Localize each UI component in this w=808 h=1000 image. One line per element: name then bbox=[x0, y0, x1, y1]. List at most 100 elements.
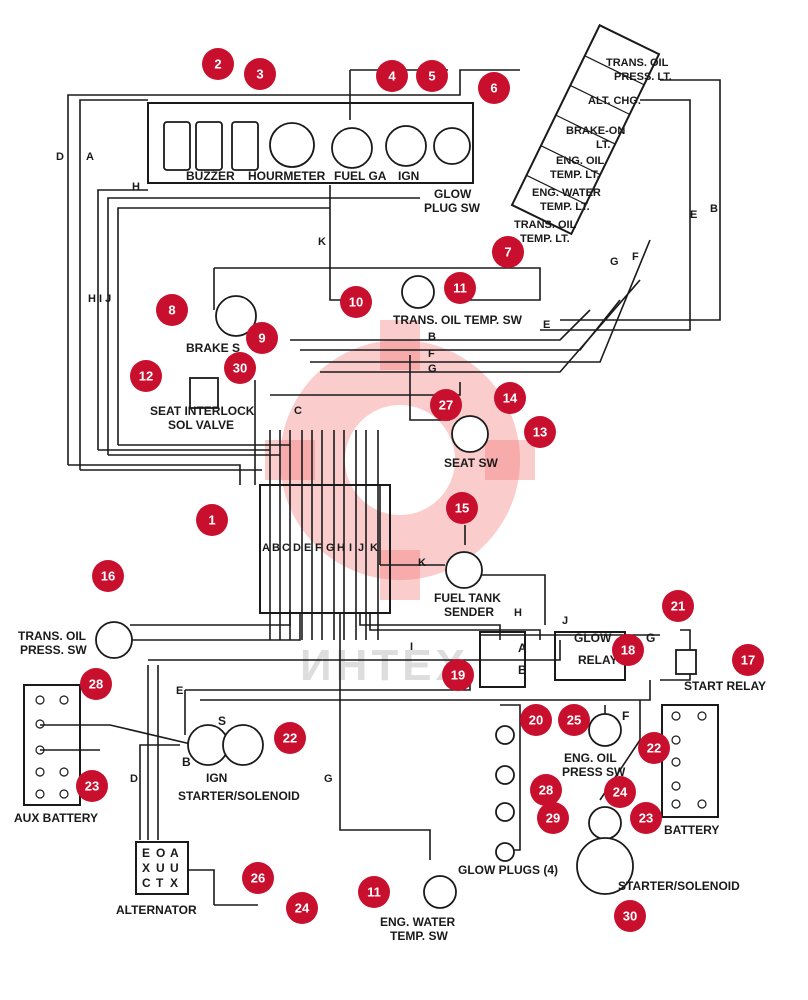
svg-text:24: 24 bbox=[613, 785, 628, 800]
trans-oil-press-switch bbox=[95, 621, 133, 659]
indicator-trans-oil-press-2: PRESS. LT. bbox=[614, 71, 672, 83]
wire-label-h-low: H bbox=[514, 607, 522, 619]
wire-label-k-low: K bbox=[418, 557, 426, 569]
callout-20: 20 bbox=[520, 704, 552, 736]
callout-9: 9 bbox=[246, 322, 278, 354]
relay-b: B bbox=[518, 663, 527, 677]
fuel-gauge bbox=[331, 127, 373, 169]
fuel-tank-sender-label-1: FUEL TANK bbox=[434, 591, 501, 605]
alt-c: C bbox=[142, 876, 151, 890]
svg-text:30: 30 bbox=[233, 361, 247, 376]
callout-14: 14 bbox=[494, 382, 526, 414]
svg-text:9: 9 bbox=[258, 331, 265, 346]
callout-15: 15 bbox=[446, 492, 478, 524]
glow-relay-label-2: RELAY bbox=[578, 653, 618, 667]
callout-10: 10 bbox=[340, 286, 372, 318]
svg-text:18: 18 bbox=[621, 643, 635, 658]
battery-cells bbox=[671, 711, 707, 809]
seat-interlock-valve bbox=[189, 377, 219, 409]
svg-text:2: 2 bbox=[214, 57, 221, 72]
svg-text:15: 15 bbox=[455, 501, 469, 516]
start-relay-label: START RELAY bbox=[684, 679, 766, 693]
svg-text:24: 24 bbox=[295, 901, 310, 916]
indicator-alt-chg: ALT. CHG. bbox=[588, 95, 641, 107]
seat-interlock-label-1: SEAT INTERLOCK bbox=[150, 404, 255, 418]
starter-solenoid-left-switch bbox=[187, 724, 229, 766]
callout-28-left: 28 bbox=[80, 668, 112, 700]
callout-23-left: 23 bbox=[76, 770, 108, 802]
hourmeter bbox=[269, 122, 315, 168]
callout-23-right: 23 bbox=[630, 802, 662, 834]
eng-water-temp-label-1: ENG. WATER bbox=[380, 915, 455, 929]
callout-19: 19 bbox=[442, 659, 474, 691]
aux-battery bbox=[23, 684, 81, 806]
seat-interlock-label-2: SOL VALVE bbox=[168, 418, 234, 432]
svg-text:28: 28 bbox=[89, 677, 103, 692]
starter-solenoid-left bbox=[222, 724, 264, 766]
alternator-label: ALTERNATOR bbox=[116, 903, 197, 917]
hourmeter-label: HOURMETER bbox=[248, 169, 326, 183]
glow-plug-sw-label-1: GLOW bbox=[434, 187, 472, 201]
alt-x: X bbox=[142, 861, 150, 875]
wire-label-f-right: F bbox=[632, 251, 639, 263]
trans-oil-temp-switch bbox=[401, 275, 435, 309]
harness-letter-j: J bbox=[358, 542, 364, 554]
callout-29: 29 bbox=[537, 802, 569, 834]
fuel-gauge-label: FUEL GA bbox=[334, 169, 387, 183]
glow-relay-label-3: G bbox=[646, 631, 655, 645]
alternator-terminals: E X C O U T A U X bbox=[142, 846, 179, 890]
callout-5: 5 bbox=[416, 60, 448, 92]
svg-text:6: 6 bbox=[490, 81, 497, 96]
callout-4: 4 bbox=[376, 60, 408, 92]
svg-text:25: 25 bbox=[567, 713, 581, 728]
harness-letter-k: K bbox=[370, 542, 378, 554]
wire-label-a-top: A bbox=[86, 151, 94, 163]
svg-text:5: 5 bbox=[428, 69, 435, 84]
eng-water-temp-label-2: TEMP. SW bbox=[390, 929, 448, 943]
callout-6: 6 bbox=[478, 72, 510, 104]
svg-text:22: 22 bbox=[283, 731, 297, 746]
svg-text:21: 21 bbox=[671, 599, 685, 614]
callout-3: 3 bbox=[244, 58, 276, 90]
alternator bbox=[135, 841, 189, 895]
callout-8: 8 bbox=[156, 294, 188, 326]
svg-text:11: 11 bbox=[453, 281, 467, 296]
callout-11-top: 11 bbox=[444, 272, 476, 304]
alt-u: U bbox=[156, 861, 165, 875]
callout-24-bottom: 24 bbox=[286, 892, 318, 924]
indicator-eng-water-2: TEMP. LT. bbox=[540, 201, 590, 213]
glow-plugs bbox=[495, 725, 515, 862]
seat-switch-label: SEAT SW bbox=[444, 456, 498, 470]
svg-text:23: 23 bbox=[639, 811, 653, 826]
wire-label-g-low: G bbox=[324, 773, 333, 785]
svg-text:26: 26 bbox=[251, 871, 265, 886]
svg-text:23: 23 bbox=[85, 779, 99, 794]
indicator-eng-water-1: ENG. WATER bbox=[532, 187, 601, 199]
callout-7: 7 bbox=[492, 236, 524, 268]
brake-switch-label: BRAKE S bbox=[186, 341, 240, 355]
harness-letters: A B C D E F G H I J K bbox=[262, 542, 378, 554]
trans-oil-press-sw-label-2: PRESS. SW bbox=[20, 643, 87, 657]
ignition-switch bbox=[385, 125, 427, 167]
indicator-trans-oil-temp-2: TEMP. LT. bbox=[520, 233, 570, 245]
alt-t: T bbox=[156, 876, 164, 890]
callout-13: 13 bbox=[524, 416, 556, 448]
alternator-ground bbox=[188, 869, 258, 906]
indicator-brake-on-2: LT. bbox=[596, 139, 610, 151]
wire-label-hij: H I J bbox=[88, 293, 111, 305]
terminal-b: B bbox=[182, 755, 191, 769]
buzzer-label: BUZZER bbox=[186, 169, 235, 183]
battery bbox=[661, 704, 719, 818]
svg-text:3: 3 bbox=[256, 67, 263, 82]
trans-oil-temp-sw-label: TRANS. OIL TEMP. SW bbox=[393, 313, 523, 327]
svg-text:12: 12 bbox=[139, 369, 153, 384]
alt-o: O bbox=[156, 846, 165, 860]
wire-label-b: B bbox=[428, 331, 436, 343]
callout-11-bottom: 11 bbox=[358, 876, 390, 908]
fuel-tank-sender bbox=[445, 551, 483, 589]
callout-21: 21 bbox=[662, 590, 694, 622]
alt-x2: X bbox=[170, 876, 178, 890]
callout-30-top: 30 bbox=[224, 352, 256, 384]
svg-text:30: 30 bbox=[623, 909, 637, 924]
